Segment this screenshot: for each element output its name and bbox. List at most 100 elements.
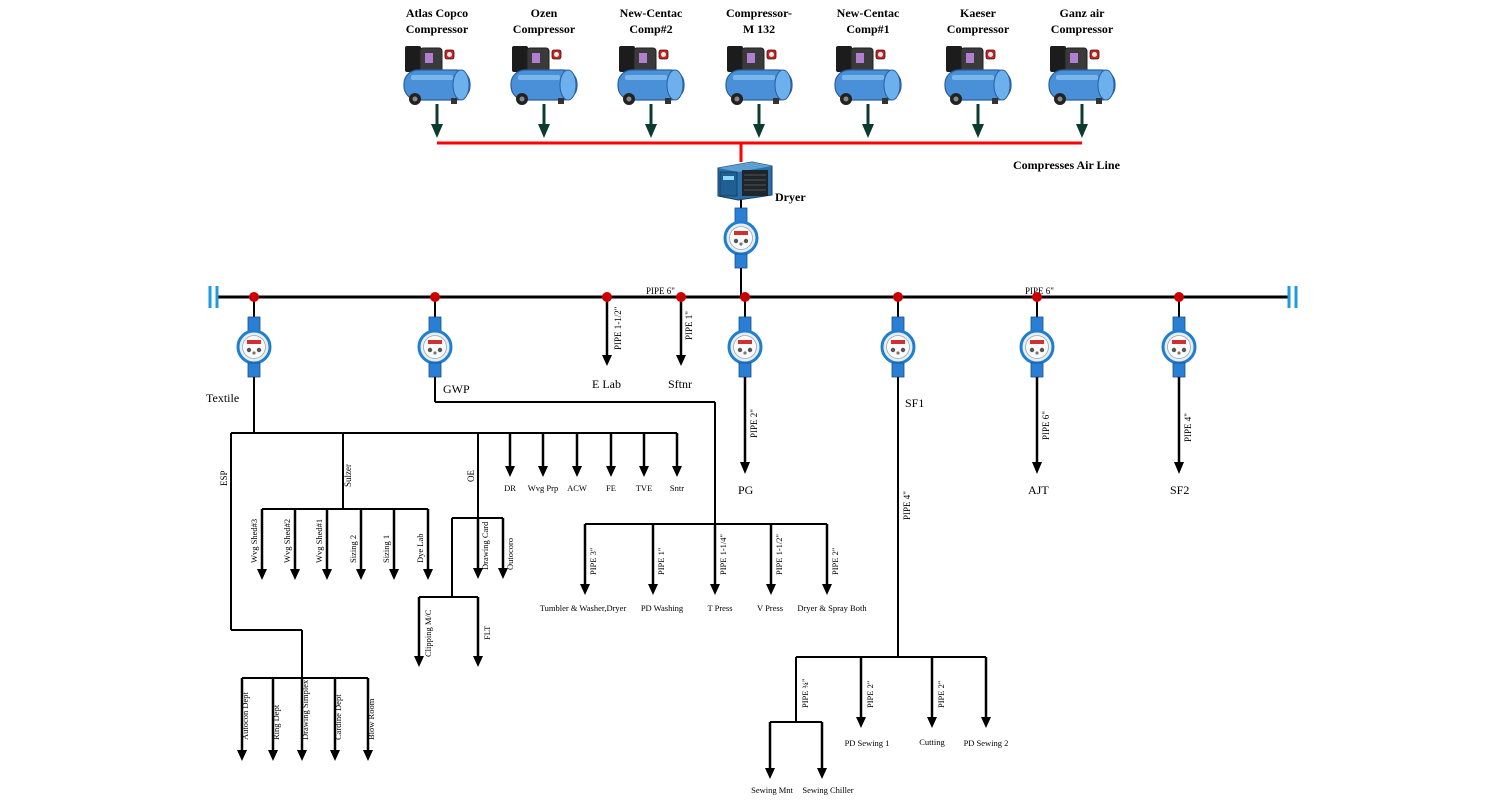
compressor-outlet-arrow-icon	[972, 104, 984, 138]
dryer-icon	[717, 161, 773, 201]
gwp-network	[585, 402, 827, 525]
outlet-arrow-icon	[817, 722, 827, 779]
outlet-pipe-label: PIPE ¾"	[800, 679, 810, 708]
textile-flow-meter-icon	[236, 315, 272, 379]
outlet-label: TVE	[636, 483, 653, 493]
outlet-label: Wvg Shed#2	[282, 519, 292, 563]
gwp-label: GWP	[443, 382, 470, 396]
outlet-pipe-label: PIPE 3"	[588, 548, 598, 575]
compressor-name-line-1: New-Centac	[837, 6, 900, 20]
outlet-arrow-icon	[505, 433, 515, 477]
textile-label: Textile	[206, 391, 239, 405]
outlet-label: FLT	[482, 625, 492, 640]
main-pipe-end-cap-left	[208, 286, 219, 308]
outlet-label: Sntr	[670, 483, 684, 493]
outlet-arrow-icon	[710, 524, 720, 595]
outlet-arrow-icon	[414, 597, 424, 667]
outlet-pipe-label: PIPE 1-1/4"	[718, 534, 728, 575]
outlet-pipe-label: PIPE 1"	[656, 548, 666, 575]
outlet-pipe-label: PIPE 2"	[936, 681, 946, 708]
compressor-name-line-2: Comp#2	[629, 22, 672, 36]
outlet-label: Wvg Shed#3	[249, 519, 259, 563]
outlet-arrow-icon	[257, 509, 267, 580]
outlet-arrow-icon	[639, 433, 649, 477]
main-pipe-end-cap-right	[1287, 286, 1298, 308]
outlet-arrow-icon	[981, 657, 991, 728]
outlet-arrow-icon	[330, 678, 340, 761]
outlet-arrow-icon	[389, 509, 399, 580]
compressor-outlet-arrow-icon	[538, 104, 550, 138]
outlet-arrow-icon	[356, 509, 366, 580]
outlet-arrow-icon	[268, 678, 278, 761]
compressor-icon	[617, 45, 685, 106]
elab-pipe-label: PIPE 1-1/2"	[613, 306, 623, 350]
main-pipe-label: PIPE 6"	[1025, 286, 1054, 296]
compressor-icon	[944, 45, 1012, 106]
outlet-arrow-icon	[237, 678, 247, 761]
compressor-name-line-2: Compressor	[406, 22, 469, 36]
compressor-name-line-2: Compressor	[947, 22, 1010, 36]
textile-branch: Textile	[206, 297, 272, 433]
outlet-arrow-icon	[363, 678, 373, 761]
elab-branch: PIPE 1-1/2" E Lab	[592, 297, 623, 391]
oe-label: OE	[466, 470, 476, 482]
outlet-arrow-icon	[672, 433, 682, 477]
outlet-label: Sizing 2	[348, 535, 358, 563]
outlet-label: Sizing 1	[381, 535, 391, 563]
outlet-pipe-label: PIPE 2"	[865, 681, 875, 708]
main-pipe-label: PIPE 6"	[646, 286, 675, 296]
pg-label: PG	[738, 483, 754, 497]
compressor-name-line-2: M 132	[743, 22, 775, 36]
compressor-name-line-1: New-Centac	[620, 6, 683, 20]
compressor-name-line-2: Compressor	[1051, 22, 1114, 36]
sftnr-pipe-label: PIPE 1"	[684, 311, 694, 340]
outlet-arrow-icon	[498, 518, 508, 579]
outlet-arrow-icon	[648, 524, 658, 595]
compressor-group: Atlas CopcoCompressorOzenCompressorNew-C…	[403, 6, 1116, 138]
sf2-label: SF2	[1170, 483, 1189, 497]
compressor-outlet-arrow-icon	[753, 104, 765, 138]
outlet-label: FE	[606, 483, 616, 493]
sf1-branch: SF1 PIPE 4"	[880, 297, 924, 657]
pg-pipe-label: PIPE 2"	[749, 409, 759, 438]
outlet-label: Tumbler & Washer,Dryer	[540, 603, 627, 613]
compressor-name-line-1: Ganz air	[1060, 6, 1106, 20]
sf2-flow-meter-icon	[1161, 315, 1197, 379]
ajt-label: AJT	[1028, 483, 1049, 497]
outlet-arrow-icon	[572, 433, 582, 477]
outlet-arrow-icon	[322, 509, 332, 580]
compressor-outlet-arrow-icon	[431, 104, 443, 138]
outlet-label: PD Sewing 2	[964, 738, 1009, 748]
outlet-label: Cutting	[919, 737, 945, 747]
sftnr-branch: PIPE 1" Sftnr	[668, 297, 694, 391]
outlet-arrow-icon	[927, 657, 937, 728]
compressor-name-line-2: Compressor	[513, 22, 576, 36]
outlet-label: Ring Dept	[271, 704, 281, 740]
outlet-arrow-icon	[766, 524, 776, 595]
sf1-pipe-label: PIPE 4"	[902, 491, 912, 520]
outlet-pipe-label: PIPE 1-1/2"	[774, 534, 784, 575]
outlet-arrow-icon	[822, 524, 832, 595]
outlet-pipe-label: PIPE 2"	[830, 548, 840, 575]
dryer-flow-meter-icon	[723, 206, 759, 270]
outlet-arrow-icon	[580, 524, 590, 595]
ajt-pipe-label: PIPE 6"	[1041, 411, 1051, 440]
outlet-arrow-icon	[856, 657, 866, 728]
outlet-arrow-icon	[473, 518, 483, 579]
compressor-name-line-1: Ozen	[531, 6, 558, 20]
compressor-name-line-1: Compressor-	[726, 6, 792, 20]
compressor-icon	[834, 45, 902, 106]
compressed-air-line-label: Compresses Air Line	[1013, 158, 1121, 172]
outlet-arrow-icon	[606, 433, 616, 477]
sf2-pipe-label: PIPE 4"	[1183, 413, 1193, 442]
